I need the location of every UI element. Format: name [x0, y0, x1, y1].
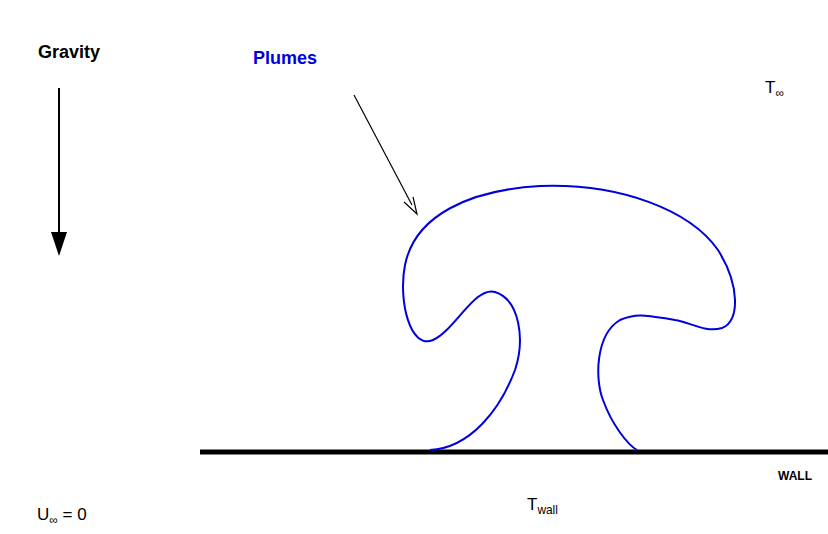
gravity-arrow: [58, 88, 60, 240]
leader-arrowhead: [404, 197, 417, 214]
wall-label: WALL: [778, 469, 812, 483]
leader-line: [354, 95, 412, 205]
wall-line: [200, 450, 828, 455]
freestream-velocity: U∞ = 0: [37, 505, 87, 525]
gravity-label: Gravity: [38, 42, 100, 64]
ambient-temperature: T∞: [765, 78, 784, 98]
plumes-label: Plumes: [253, 48, 317, 70]
gravity-arrowhead: [51, 232, 67, 256]
plume-outline: [403, 186, 735, 450]
wall-temperature: Twall: [527, 495, 558, 515]
